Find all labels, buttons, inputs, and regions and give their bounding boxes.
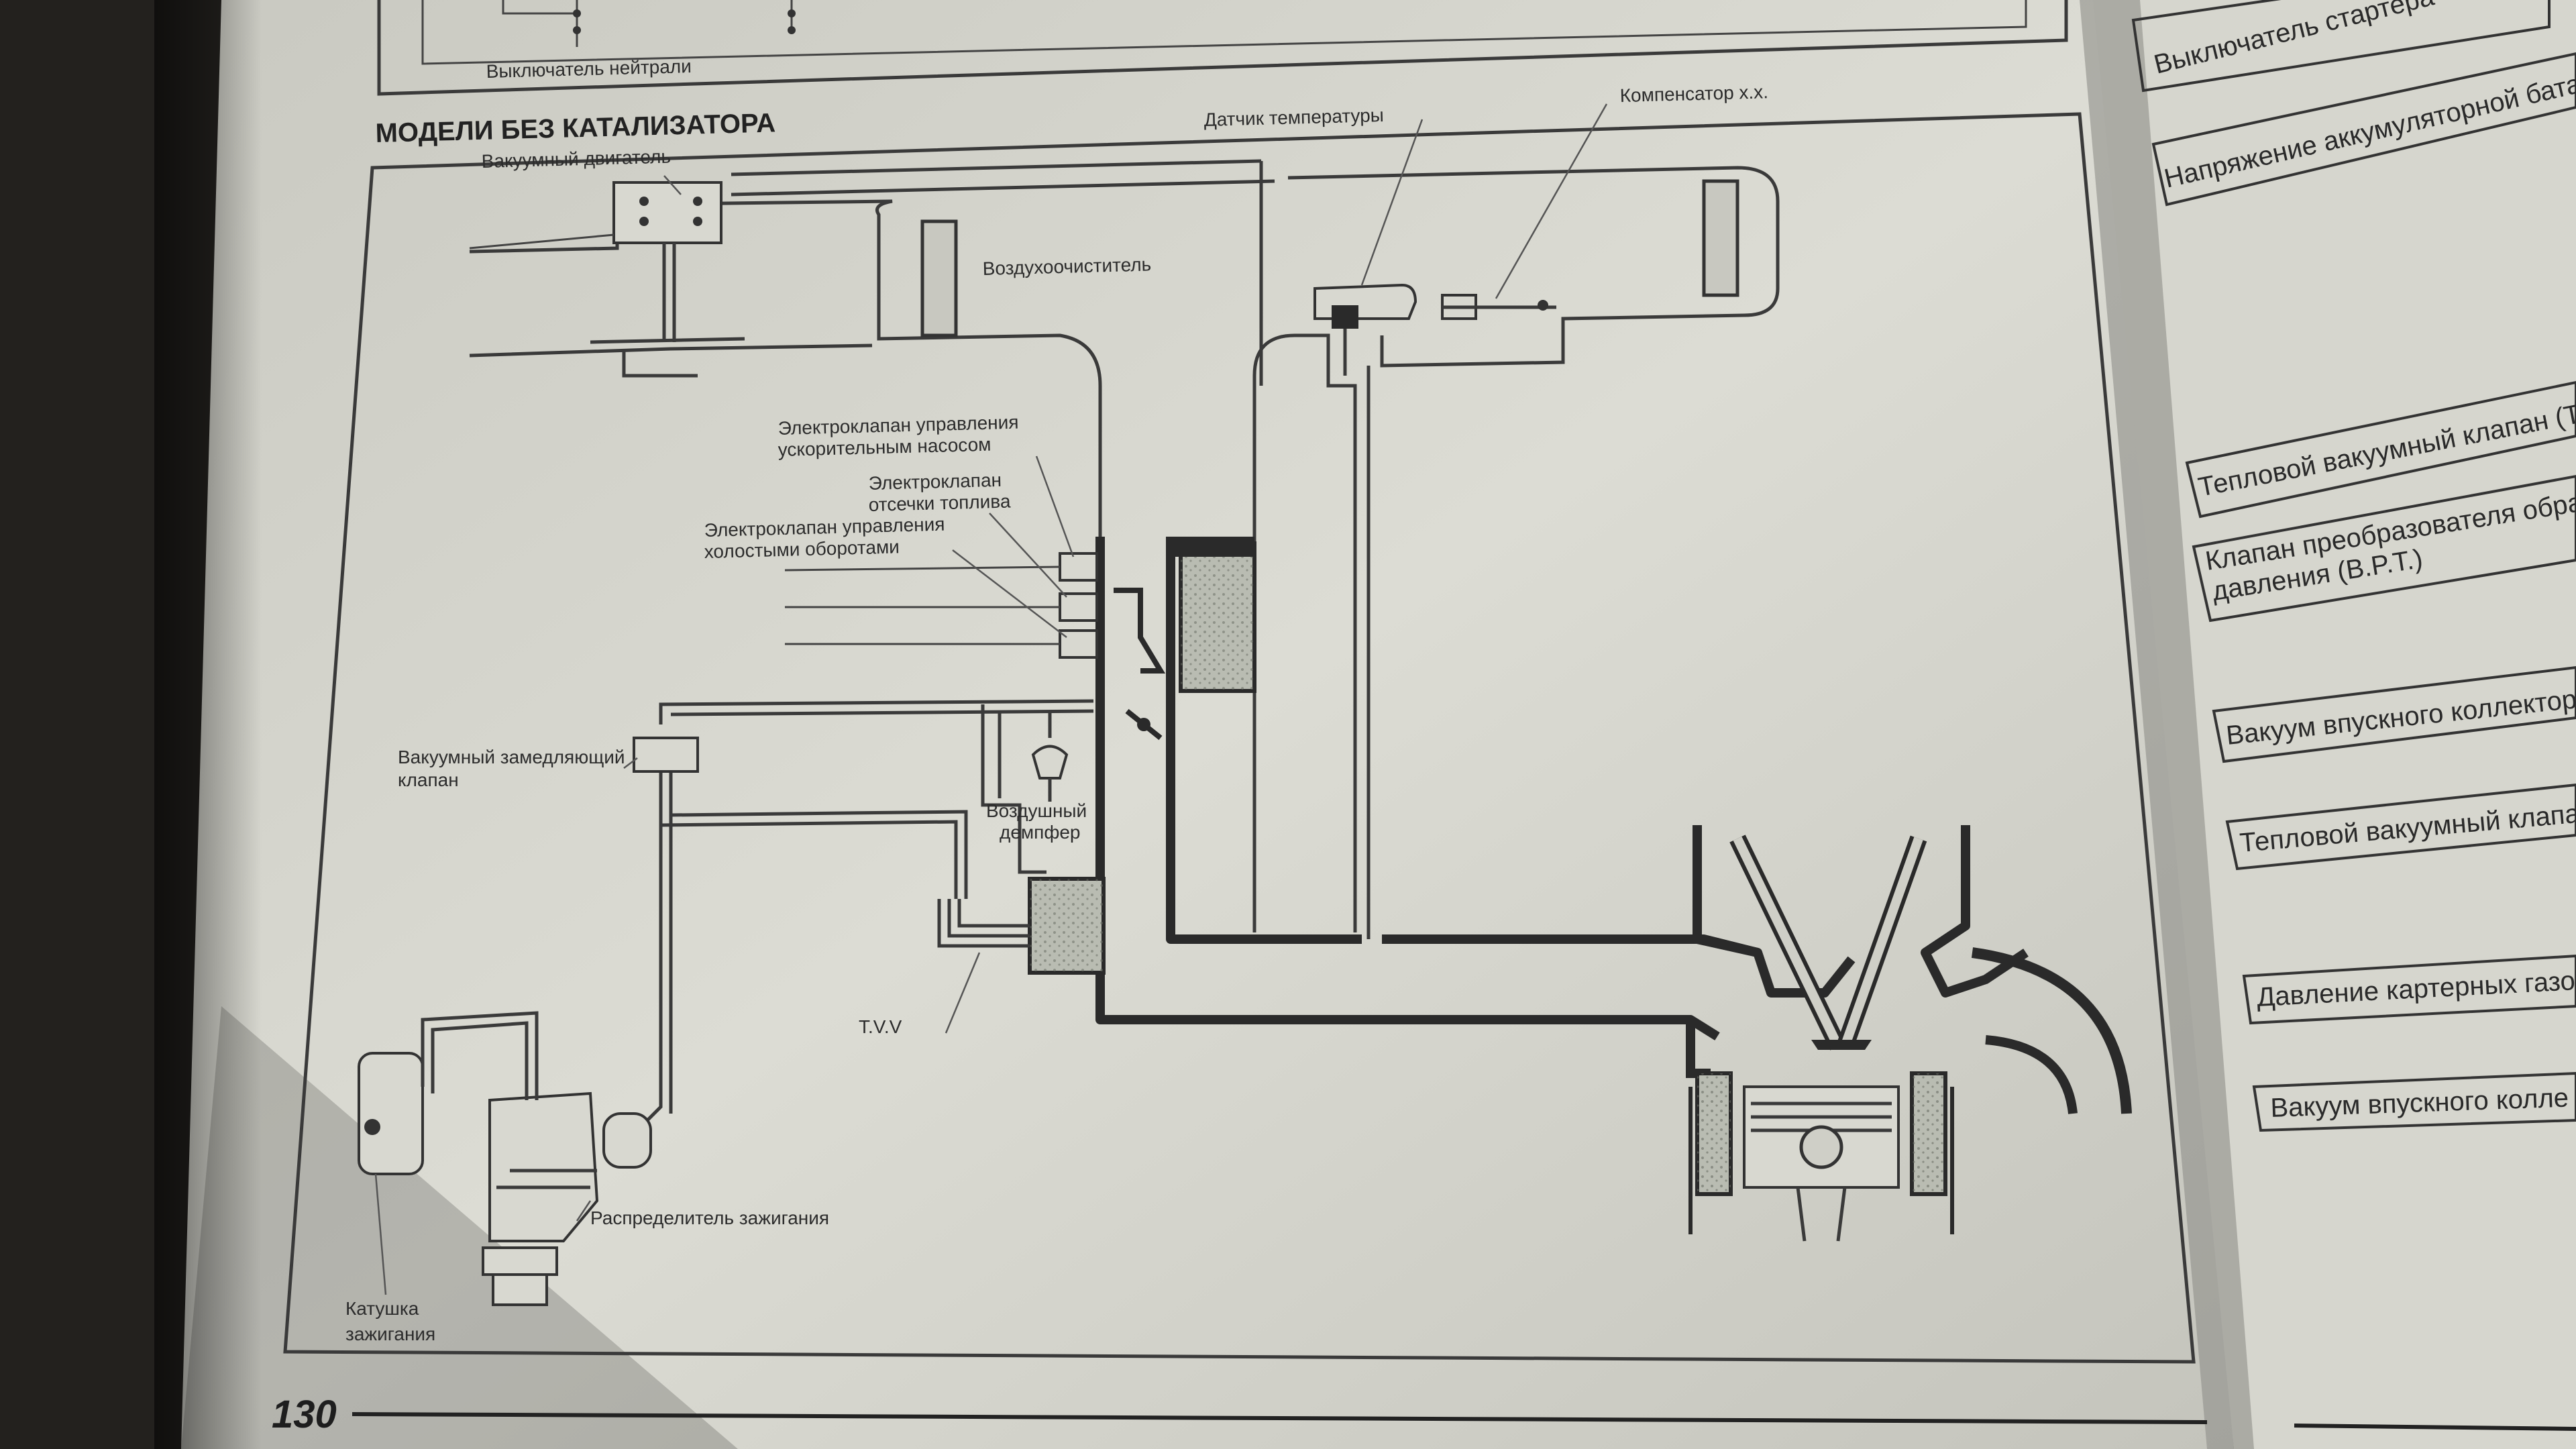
label-air-damper-2: демпфер [1000, 822, 1081, 843]
leader-lines [374, 103, 1608, 1295]
vacuum-motor [469, 181, 745, 378]
label-vacuum-delay-valve-1: Вакуумный замедляющий [398, 747, 625, 767]
label-idle-solenoid-2: холостыми оборотами [704, 536, 900, 562]
label-distributor: Распределитель зажигания [590, 1208, 829, 1228]
footer-rule [352, 1412, 2208, 1424]
vacuum-delay-valve [633, 737, 699, 773]
label-vacuum-motor: Вакуумный двигатель [481, 146, 671, 172]
label-fuel-cut-solenoid-2: отсечки топлива [868, 490, 1011, 515]
figure-frame [283, 112, 2196, 1364]
label-temperature-sensor: Датчик температуры [1203, 105, 1384, 130]
label-air-cleaner: Воздухоочиститель [982, 254, 1151, 279]
air-filter-element [920, 219, 958, 337]
ignition-coil [358, 1011, 539, 1175]
engine-cylinder [1686, 825, 2132, 1242]
thermal-vacuum-valve [937, 877, 1106, 975]
solenoid-stack [784, 552, 1098, 659]
label-tvv: T.V.V [859, 1016, 902, 1037]
air-cleaner-housing [469, 199, 1102, 953]
label-idle-compensator: Компенсатор х.х. [1619, 81, 1768, 106]
page-number: 130 [272, 1393, 337, 1436]
label-air-damper-1: Воздушный [986, 800, 1087, 821]
label-fuel-cut-solenoid-1: Электроклапан [868, 470, 1002, 494]
air-damper [1031, 711, 1069, 802]
label-vacuum-delay-valve-2: клапан [398, 769, 459, 790]
carburetor-diagram: Вакуумный двигатель Воздухоочиститель Да… [345, 81, 2132, 1344]
temperature-sensor [1313, 283, 1417, 376]
ignition-distributor [482, 1091, 652, 1306]
idle-compensator [1441, 294, 1556, 320]
label-ignition-coil-2: зажигания [345, 1324, 435, 1344]
label-ignition-coil-1: Катушка [345, 1298, 419, 1319]
